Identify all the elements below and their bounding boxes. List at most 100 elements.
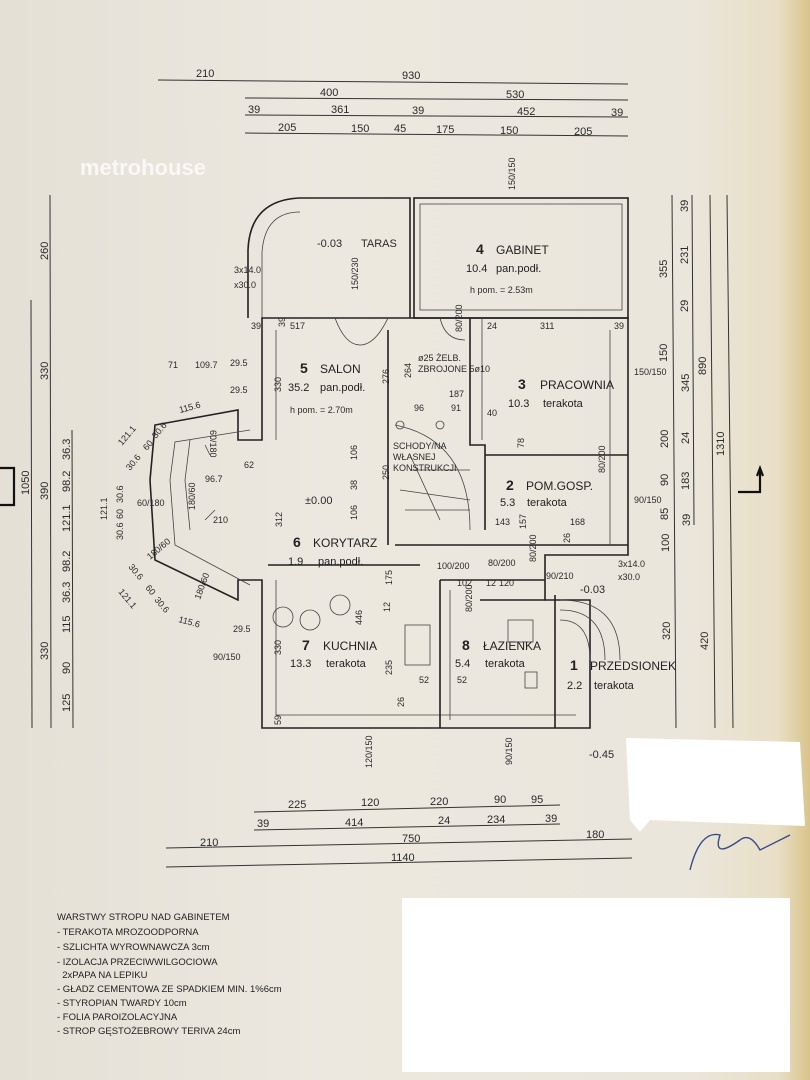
- svg-text:80/200: 80/200: [597, 445, 607, 473]
- svg-text:terakota: terakota: [594, 680, 635, 692]
- dim-label: 530: [506, 89, 524, 101]
- notes-item: - STYROPIAN TWARDY 10cm: [57, 998, 187, 1009]
- svg-text:59: 59: [273, 715, 283, 725]
- dim-label: 90: [61, 662, 73, 674]
- dim-label: 210: [200, 837, 218, 849]
- dim-label: 390: [39, 482, 51, 500]
- dim-label: 361: [331, 104, 349, 116]
- notes-item: - TERAKOTA MROZOODPORNA: [57, 927, 199, 938]
- svg-text:39: 39: [251, 321, 261, 331]
- dim-label: 39: [679, 200, 691, 212]
- notes-item: - GŁADZ CEMENTOWA ZE SPADKIEM MIN. 1%6cm: [57, 984, 282, 995]
- svg-text:8: 8: [462, 637, 470, 653]
- svg-text:12: 12: [382, 602, 392, 612]
- svg-text:106: 106: [349, 445, 359, 460]
- svg-text:4: 4: [476, 241, 484, 257]
- dim-label: 85: [659, 508, 671, 520]
- dim-label: 120: [361, 797, 379, 809]
- svg-text:GABINET: GABINET: [496, 243, 549, 257]
- level-mark: -0.45: [589, 749, 614, 761]
- svg-text:KORYTARZ: KORYTARZ: [313, 536, 377, 550]
- svg-text:2.2: 2.2: [567, 680, 582, 692]
- dim-label: 150: [351, 123, 369, 135]
- svg-text:150/230: 150/230: [350, 257, 360, 290]
- notes-item: - STROP GĘSTOŻEBROWY TERIVA 24cm: [57, 1026, 240, 1037]
- dim-label: 1050: [20, 471, 32, 495]
- dim-label: 452: [517, 106, 535, 118]
- svg-text:264: 264: [403, 363, 413, 378]
- room-label-gabinet: 4 GABINET 10.4 pan.podł. h pom. = 2.53m: [466, 241, 549, 295]
- svg-text:121.1: 121.1: [116, 587, 138, 611]
- annotations: -0.03 TARAS ±0.00 -0.03 -0.45 SCHODY/NA …: [99, 157, 667, 768]
- svg-text:90/150: 90/150: [504, 737, 514, 765]
- dim-label: 180: [586, 829, 604, 841]
- dim-label: 205: [574, 126, 592, 138]
- dim-label: 175: [436, 124, 454, 136]
- svg-text:PRZEDSIONEK: PRZEDSIONEK: [590, 659, 676, 673]
- svg-text:96: 96: [414, 403, 424, 413]
- svg-text:terakota: terakota: [543, 398, 584, 410]
- dim-label: 205: [278, 122, 296, 134]
- svg-text:115.6: 115.6: [178, 400, 202, 415]
- svg-text:pan.podł.: pan.podł.: [496, 263, 541, 275]
- svg-text:121.1: 121.1: [116, 424, 138, 448]
- top-dimensions: 210 930 400 530 39 361 39 452 39 205 150…: [157, 68, 629, 138]
- dim-label: 234: [487, 814, 505, 826]
- svg-text:terakota: terakota: [527, 497, 568, 509]
- section-arrow-icon: [738, 464, 765, 494]
- svg-text:30.6: 30.6: [152, 595, 171, 615]
- signature: [689, 833, 791, 871]
- svg-text:446: 446: [354, 610, 364, 625]
- level-mark: -0.03: [580, 584, 605, 596]
- room-labels: 5 SALON 35.2 pan.podł. h pom. = 2.70m 4 …: [288, 241, 676, 692]
- svg-text:35.2: 35.2: [288, 382, 309, 394]
- svg-text:10.3: 10.3: [508, 398, 529, 410]
- svg-text:150/150: 150/150: [507, 157, 517, 190]
- svg-text:180/60: 180/60: [187, 482, 197, 510]
- svg-text:121.1: 121.1: [99, 497, 109, 520]
- svg-text:187: 187: [449, 389, 464, 399]
- svg-text:330: 330: [273, 640, 283, 655]
- dim-label: 45: [394, 123, 406, 135]
- room-label-pracownia: 3 PRACOWNIA 10.3 terakota: [508, 376, 614, 410]
- svg-text:60: 60: [141, 438, 155, 452]
- dim-label: 420: [699, 632, 711, 650]
- svg-text:KUCHNIA: KUCHNIA: [323, 639, 377, 653]
- svg-text:PRACOWNIA: PRACOWNIA: [540, 378, 614, 392]
- svg-text:276: 276: [381, 369, 391, 384]
- svg-text:312: 312: [274, 512, 284, 527]
- svg-text:26: 26: [396, 697, 406, 707]
- svg-text:120/150: 120/150: [364, 735, 374, 768]
- dim-label: 400: [320, 87, 338, 99]
- svg-text:52: 52: [419, 675, 429, 685]
- dim-label: 39: [611, 107, 623, 119]
- svg-text:80/200: 80/200: [488, 558, 516, 568]
- svg-text:5.3: 5.3: [500, 497, 515, 509]
- svg-text:80/200: 80/200: [528, 534, 538, 562]
- svg-text:157: 157: [518, 514, 528, 529]
- stairs-note: KONSTRUKCJI: [393, 463, 457, 473]
- svg-text:96.7: 96.7: [205, 474, 223, 484]
- steps-note: x30.0: [618, 572, 640, 582]
- level-mark: ±0.00: [305, 495, 332, 507]
- dim-label: 345: [680, 374, 692, 392]
- room-label-lazienka: 8 ŁAZIENKA 5.4 terakota: [455, 637, 541, 670]
- svg-text:250: 250: [381, 465, 391, 480]
- svg-text:517: 517: [290, 321, 305, 331]
- svg-text:terakota: terakota: [326, 658, 367, 670]
- walls: [149, 197, 629, 729]
- room-label-pom-gosp: 2 POM.GOSP. 5.3 terakota: [500, 477, 593, 509]
- dim-label: 98.2: [61, 551, 73, 572]
- dim-label: 183: [680, 472, 692, 490]
- svg-text:80/200: 80/200: [464, 584, 474, 612]
- svg-text:13.3: 13.3: [290, 658, 311, 670]
- notes-title: WARSTWY STROPU NAD GABINETEM: [57, 912, 230, 923]
- svg-text:30.6: 30.6: [124, 452, 143, 472]
- dim-label: 200: [659, 430, 671, 448]
- svg-text:7: 7: [302, 637, 310, 653]
- svg-text:60/180: 60/180: [137, 498, 165, 508]
- notes-item: - FOLIA PAROIZOLACYJNA: [57, 1012, 178, 1023]
- svg-text:210: 210: [213, 515, 228, 525]
- dim-label: 115: [61, 615, 73, 633]
- svg-text:29.5: 29.5: [230, 385, 248, 395]
